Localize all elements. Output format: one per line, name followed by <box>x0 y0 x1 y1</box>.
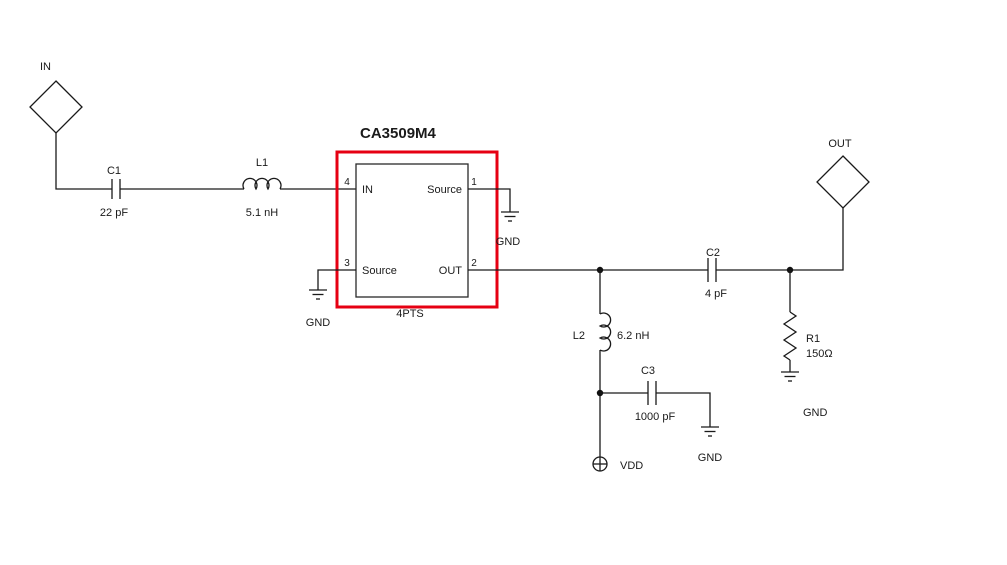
ic-package-label: 4PTS <box>396 308 424 320</box>
gnd-label-pin3: GND <box>306 317 331 329</box>
ic-ca3509m4: IN Source Source OUT 4 1 3 2 4PTS <box>344 163 477 320</box>
r1-value: 150Ω <box>806 348 833 360</box>
l1-ref: L1 <box>256 157 268 169</box>
r1-zigzag <box>782 311 798 361</box>
in-port-label: IN <box>40 61 51 73</box>
l2-inductor: L2 6.2 nH <box>573 312 649 352</box>
c1-value: 22 pF <box>100 207 128 219</box>
c2-ref: C2 <box>706 247 720 259</box>
ic-title: CA3509M4 <box>360 125 437 142</box>
out-port: OUT <box>816 138 870 209</box>
ic-pin1-number: 1 <box>471 177 477 188</box>
l1-value: 5.1 nH <box>246 207 278 219</box>
ic-pin2-label: OUT <box>439 265 463 277</box>
wire-in-to-c1 <box>55 133 112 190</box>
l2-ref: L2 <box>573 330 585 342</box>
c2-capacitor: C2 4 pF <box>705 247 727 300</box>
wire-c2-to-out <box>716 208 844 271</box>
wire-pin1-to-gnd <box>468 188 511 212</box>
gnd-label-pin1: GND <box>496 236 521 248</box>
wire-pin3-to-gnd <box>317 269 356 290</box>
ic-pin4-number: 4 <box>344 177 350 188</box>
ic-highlight-box <box>335 150 499 309</box>
c1-capacitor: C1 22 pF <box>100 165 128 219</box>
gnd-symbol-c3 <box>700 426 720 437</box>
l2-value: 6.2 nH <box>617 330 649 342</box>
ic-pin3-label: Source <box>362 265 397 277</box>
l1-coil <box>242 177 282 191</box>
in-port: IN <box>29 61 83 134</box>
ic-pin4-label: IN <box>362 184 373 196</box>
vdd-supply: VDD <box>592 456 643 472</box>
gnd-symbol-r1 <box>780 371 800 382</box>
l1-inductor: L1 5.1 nH <box>242 157 282 219</box>
c1-ref: C1 <box>107 165 121 177</box>
wire-c3-to-gnd <box>656 392 711 427</box>
c3-ref: C3 <box>641 365 655 377</box>
gnd-label-c3: GND <box>698 452 723 464</box>
gnd-symbol-pin1 <box>500 211 520 222</box>
gnd-label-r1: GND <box>803 407 828 419</box>
l2-coil <box>598 312 612 352</box>
c3-value: 1000 pF <box>635 411 676 423</box>
ic-pin2-number: 2 <box>471 258 477 269</box>
c3-capacitor: C3 1000 pF <box>635 365 676 423</box>
ic-body <box>355 163 469 298</box>
ic-pin3-number: 3 <box>344 258 350 269</box>
gnd-symbol-pin3 <box>308 289 328 300</box>
ic-pin1-label: Source <box>427 184 462 196</box>
in-port-symbol <box>29 80 83 134</box>
vdd-label: VDD <box>620 460 643 472</box>
out-port-symbol <box>816 155 870 209</box>
r1-resistor: R1 150Ω <box>782 311 833 361</box>
c2-value: 4 pF <box>705 288 727 300</box>
r1-ref: R1 <box>806 333 820 345</box>
out-port-label: OUT <box>828 138 852 150</box>
